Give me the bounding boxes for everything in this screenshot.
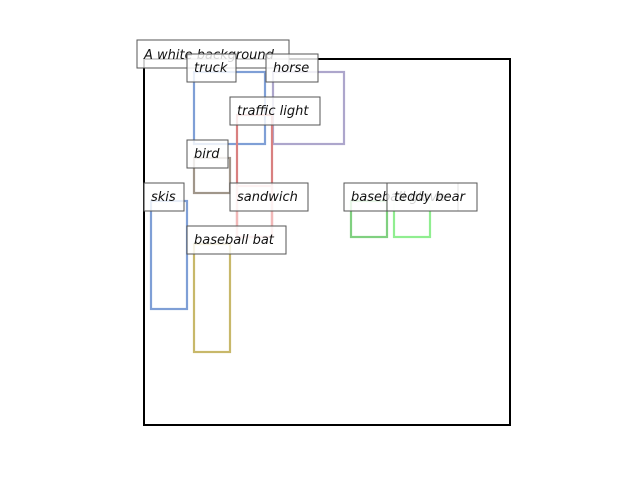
label-text: bird: [194, 147, 220, 162]
scene-frame: [143, 58, 511, 426]
label-horse: horse: [265, 53, 319, 83]
label-truck: truck: [186, 53, 237, 83]
label-skis: skis: [143, 182, 185, 212]
label-text: skis: [151, 190, 176, 205]
label-text: traffic light: [237, 104, 309, 119]
bbox-baseball-bat: [192, 242, 232, 354]
label-baseball-bat: baseball bat: [186, 225, 287, 255]
label-text: sandwich: [237, 190, 298, 205]
label-text: teddy bear: [394, 190, 467, 205]
bbox-skis: [149, 199, 189, 311]
label-traffic-light: traffic light: [229, 96, 321, 126]
label-text: horse: [273, 61, 309, 76]
label-text: baseball bat: [194, 233, 275, 248]
bbox-traffic-light: [235, 113, 274, 239]
label-sandwich: sandwich: [229, 182, 309, 212]
label-teddy-bear: teddy bear: [386, 182, 478, 212]
label-bird: bird: [186, 139, 229, 169]
label-text: truck: [194, 61, 228, 76]
